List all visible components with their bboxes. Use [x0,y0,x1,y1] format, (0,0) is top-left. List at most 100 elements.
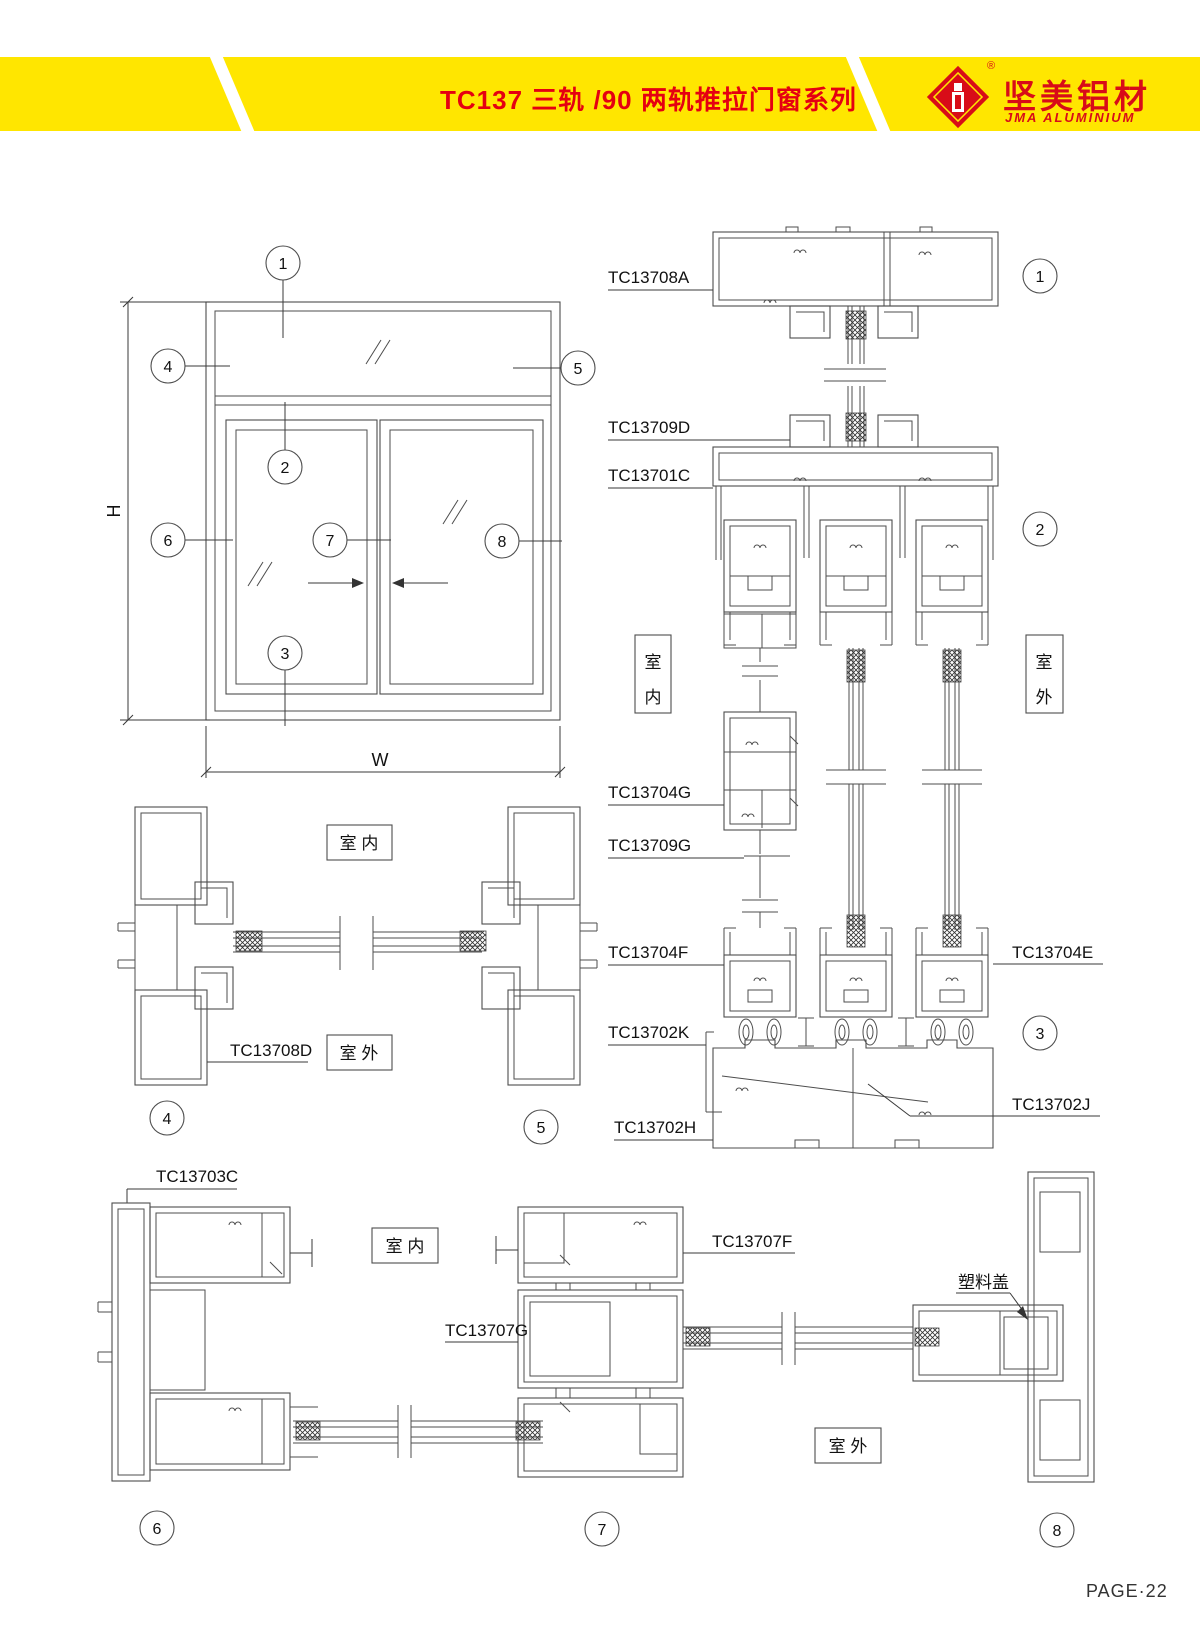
label-tc13702h: TC13702H [614,1118,696,1137]
glass-upper-sash [683,1312,940,1365]
svg-text:1: 1 [1036,269,1045,286]
label-tc13702k: TC13702K [608,1023,690,1042]
svg-text:内: 内 [645,688,662,707]
label-tc13708a: TC13708A [608,268,690,287]
track-cap [798,1017,914,1047]
glass-lower-sash [293,1405,543,1458]
label-tc13701c: TC13701C [608,466,690,485]
sash-top-rail-outer [916,520,988,645]
outdoor-box-bottom: 室 外 [814,1427,882,1464]
section-callout-4: 4 [149,1100,185,1136]
callout-5: 5 [513,350,596,386]
callout-7: 7 [312,522,391,558]
svg-text:外: 外 [1036,688,1053,707]
plastic-cover-part [1003,1316,1049,1370]
callout-8: 8 [484,523,562,559]
svg-text:2: 2 [1036,522,1045,539]
page-number: PAGE·22 [1086,1581,1168,1601]
svg-text:8: 8 [498,534,507,551]
svg-text:7: 7 [598,1522,607,1539]
svg-text:室: 室 [1036,653,1053,672]
svg-text:4: 4 [164,359,173,376]
transom-glass-horizontal [233,916,487,970]
label-tc13707f: TC13707F [712,1232,792,1251]
sash-top-rail-inner [724,520,796,645]
right-jamb-assembly: 塑料盖 [912,1171,1095,1483]
left-jamb-profile [117,806,234,1086]
transom-glass [824,306,886,447]
brand-diamond-icon [926,65,990,129]
indoor-box-vertical: 室 内 [634,634,672,714]
profile-tc13702h [712,1039,994,1149]
slide-arrow-left [392,578,448,588]
dimension-height: H [104,296,210,726]
svg-text:室 内: 室 内 [340,834,379,853]
horizontal-section-bottom: TC13703C [97,1167,1095,1548]
glass-mark [247,561,273,587]
section-callout-6: 6 [139,1510,175,1546]
svg-text:室 外: 室 外 [829,1437,868,1456]
outdoor-box-vertical: 室 外 [1025,634,1064,714]
section-callout-8: 8 [1039,1512,1075,1548]
elevation-diagram: H W 1 2 3 [104,245,596,778]
svg-text:室 外: 室 外 [340,1044,379,1063]
left-jamb-assembly: TC13703C [97,1167,318,1482]
profile-tc13701c [712,446,999,560]
page-title: TC137 三轨 /90 两轨推拉门窗系列 [440,85,857,115]
glass-mark [442,499,468,525]
profile-tc13702k [705,1031,722,1113]
vsection-labels-right: TC13704E TC13702J [867,943,1103,1117]
glazing-beads [789,305,919,448]
header-band [0,57,1200,131]
label-tc13702j: TC13702J [1012,1095,1090,1114]
sash-bottom-rail-inner [724,928,796,1045]
profile-tc13708a [712,226,999,307]
sash-glass-outer [921,647,983,948]
svg-text:室: 室 [645,653,662,672]
indoor-box-mid: 室 内 [326,824,393,861]
svg-text:5: 5 [574,361,583,378]
dimension-width: W [200,726,566,778]
svg-text:6: 6 [153,1521,162,1538]
svg-text:3: 3 [281,646,290,663]
callout-1: 1 [265,245,301,338]
slide-arrow-right [308,578,364,588]
label-tc13704g: TC13704G [608,783,691,802]
dim-w-label: W [372,750,389,770]
svg-text:3: 3 [1036,1026,1045,1043]
callout-4: 4 [150,348,230,384]
svg-text:7: 7 [326,533,335,550]
dim-h-label: H [104,505,124,518]
section-callout-1: 1 [1022,258,1058,294]
section-callout-5: 5 [523,1109,559,1145]
sash-top-rail-middle [820,520,892,645]
svg-text:8: 8 [1053,1523,1062,1540]
label-tc13709d: TC13709D [608,418,690,437]
svg-text:6: 6 [164,533,173,550]
label-tc13703c: TC13703C [156,1167,238,1186]
outdoor-box-mid: 室 外 [326,1034,393,1071]
registered-mark: ® [987,60,996,72]
section-callout-7: 7 [584,1511,620,1547]
right-jamb-profile [481,806,598,1086]
brand-name-en: JMA ALUMINIUM [1005,110,1136,125]
svg-text:1: 1 [279,256,288,273]
section-callout-3: 3 [1022,1015,1058,1051]
profile-tc13704g [723,648,799,928]
svg-text:5: 5 [537,1120,546,1137]
meeting-stile-stack: TC13707F TC13707G [445,1206,795,1478]
callout-6: 6 [150,522,233,558]
section-callout-2: 2 [1022,511,1058,547]
brand-name-cn: 坚美铝材 [1003,78,1151,115]
svg-text:4: 4 [163,1111,172,1128]
svg-text:2: 2 [281,460,290,477]
screen-adapter-box [723,613,797,649]
indoor-box-bottom: 室 内 [371,1227,439,1264]
label-tc13704e: TC13704E [1012,943,1093,962]
label-tc13707g: TC13707G [445,1321,528,1340]
callout-2: 2 [267,402,303,485]
brand-logo: ® 坚美铝材 JMA ALUMINIUM [925,60,1195,132]
glass-mark [365,339,391,365]
